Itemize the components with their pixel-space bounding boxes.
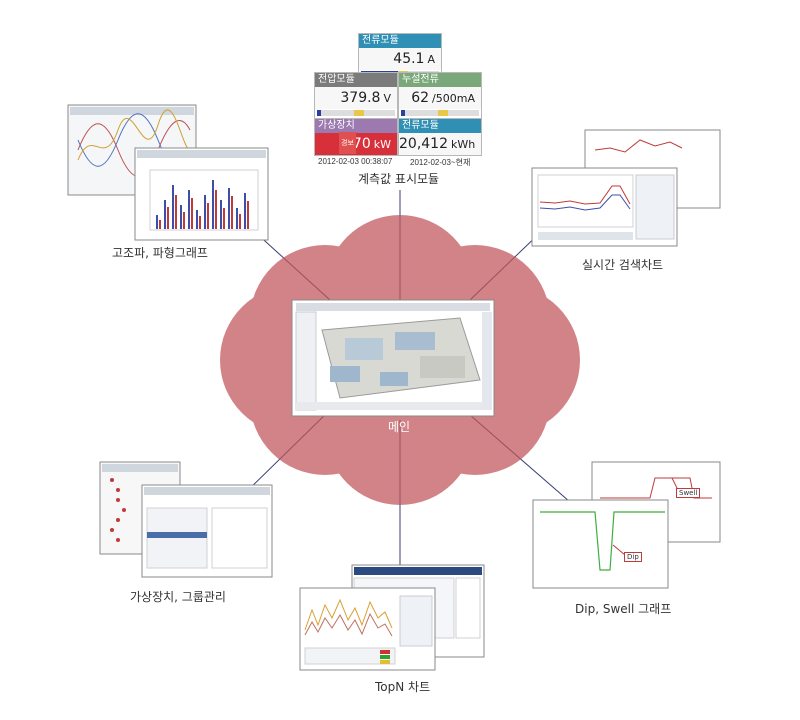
main-tree: [295, 311, 317, 411]
meter-virtual-alarm: 경보: [339, 132, 356, 154]
meter-leak-value: 62: [411, 90, 430, 106]
main-building-a: [345, 338, 383, 360]
caption-virtual: 가상장치, 그룹관리: [130, 590, 226, 604]
meter-voltage-bar: [317, 110, 321, 116]
meter-energy-unit: kWh: [451, 138, 476, 151]
main-building-d: [330, 366, 360, 382]
caption-realtime: 실시간 검색차트: [582, 258, 664, 272]
meter-voltage-unit: V: [383, 92, 391, 105]
meter-virtual-label: 가상장치: [315, 119, 397, 133]
dip-tag: Dip: [624, 552, 642, 562]
meter-leak-label: 누설전류: [399, 73, 481, 87]
caption-topn: TopN 차트: [375, 680, 431, 694]
harmonic-screenshot: [67, 104, 269, 241]
caption-dipswell: Dip, Swell 그래프: [575, 602, 672, 616]
dipswell-screenshot: [532, 461, 721, 589]
main-building-b: [395, 332, 435, 350]
meter-current-label: 전류모듈: [359, 34, 441, 48]
center-label: 메인: [388, 420, 411, 434]
caption-meter-module: 계측값 표시모듈: [358, 172, 440, 186]
date-right: 2012-02-03~현재: [410, 158, 471, 167]
main-building-e: [380, 372, 408, 386]
swell-tag: Swell: [676, 488, 701, 498]
date-left: 2012-02-03 00:38:07: [318, 157, 393, 166]
meter-current-unit: A: [427, 53, 435, 66]
meter-virtual-unit: kW: [373, 138, 391, 151]
main-screenshot: [291, 299, 495, 417]
caption-harmonic: 고조파, 파형그래프: [112, 246, 208, 260]
meter-energy-value: 20,412: [399, 136, 448, 152]
main-status: [296, 402, 482, 410]
meter-current-value: 45.1: [393, 51, 425, 67]
harmonic-back-tabs: [70, 107, 194, 115]
meter-leak-unit: /500mA: [432, 92, 475, 105]
topn-screenshot: [299, 564, 485, 671]
meter-voltage-label: 전압모듈: [315, 73, 397, 87]
meter-leak: 누설전류 62/500mA: [398, 72, 482, 119]
meter-leak-bar: [401, 110, 405, 116]
main-toolbar: [296, 303, 490, 311]
dip-frame: [532, 499, 669, 589]
harmonic-front-tabs: [137, 150, 266, 158]
realtime-screenshot: [531, 129, 721, 247]
virtual-screenshot: [99, 461, 273, 578]
main-right-panel: [482, 312, 492, 410]
main-building-c: [420, 356, 465, 378]
meter-voltage-value: 379.8: [340, 90, 381, 106]
meter-energy-label: 전류모듈: [399, 119, 481, 133]
